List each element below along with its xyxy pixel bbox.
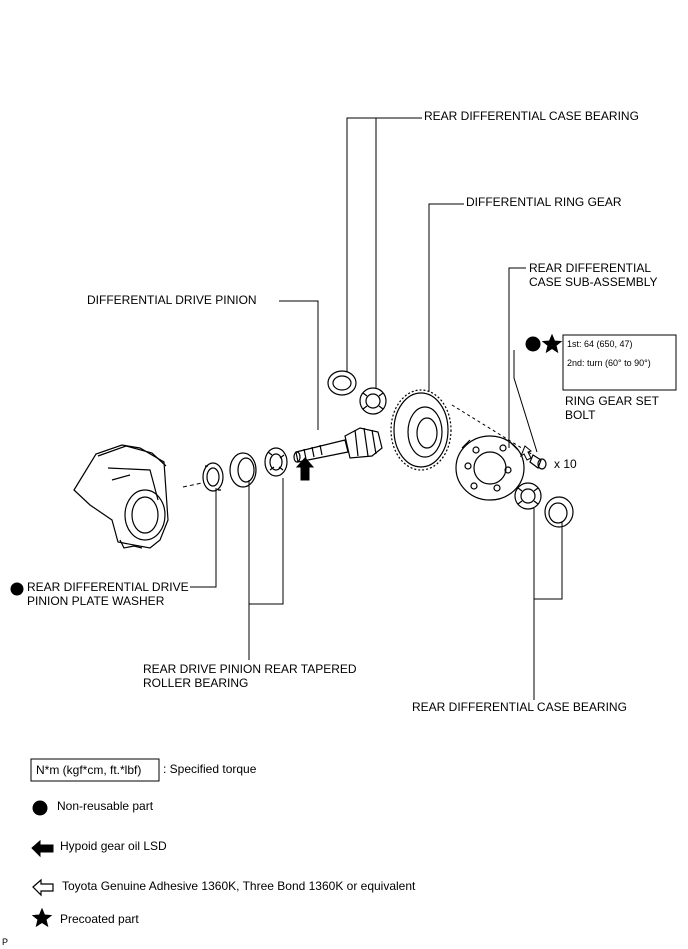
- label-plate-washer-line1: REAR DIFFERENTIAL DRIVE: [27, 580, 189, 594]
- axis-line-housing: [182, 482, 203, 488]
- nonreusable-circle-icon-washer: [10, 582, 24, 596]
- label-case-subassembly-line1: REAR DIFFERENTIAL: [529, 261, 652, 275]
- label-case-bearing-bottom: REAR DIFFERENTIAL CASE BEARING: [412, 700, 627, 714]
- label-ring-gear: DIFFERENTIAL RING GEAR: [466, 195, 622, 209]
- nonreusable-circle-icon-bolt: [525, 336, 541, 352]
- label-ring-bolt-line2: BOLT: [565, 408, 596, 422]
- legend-precoated-star-icon: [31, 907, 53, 928]
- legend-nonreusable: Non-reusable part: [57, 799, 154, 813]
- legend-precoated: Precoated part: [60, 912, 139, 926]
- gear-oil-arrow-icon: [295, 457, 315, 481]
- pinion-bearing-cone: [264, 447, 288, 477]
- ring-gear-set-bolt: [529, 454, 547, 470]
- label-case-subassembly-line2: CASE SUB-ASSEMBLY: [529, 275, 658, 289]
- adhesive-outline-arrow-icon-case: [519, 445, 533, 461]
- leader-case-bearing-top: [346, 117, 422, 388]
- case-bearing-cone-top: [359, 387, 387, 415]
- legend-torque-desc: : Specified torque: [163, 762, 257, 776]
- leader-drive-pinion: [279, 300, 319, 430]
- leader-pinion-bearing: [248, 478, 284, 660]
- leader-case-bearing-bottom: [533, 508, 563, 700]
- legend-adhesive: Toyota Genuine Adhesive 1360K, Three Bon…: [62, 879, 416, 893]
- case-bearing-cone-bottom: [514, 482, 542, 510]
- label-pinion-bearing-line1: REAR DRIVE PINION REAR TAPERED: [143, 662, 357, 676]
- legend-torque-box: [30, 758, 160, 782]
- case-bearing-race-top: [327, 370, 357, 396]
- label-case-bearing-top: REAR DIFFERENTIAL CASE BEARING: [424, 109, 639, 123]
- label-plate-washer-line2: PINION PLATE WASHER: [27, 594, 165, 608]
- pinion-plate-washer: [202, 462, 224, 492]
- pinion-bearing-race: [229, 452, 257, 488]
- precoated-star-icon-bolt: [541, 333, 563, 354]
- label-pinion-bearing-line2: ROLLER BEARING: [143, 676, 249, 690]
- label-ring-bolt-line1: RING GEAR SET: [565, 394, 660, 408]
- legend-adhesive-outline-arrow-icon: [32, 878, 54, 897]
- label-drive-pinion: DIFFERENTIAL DRIVE PINION: [87, 293, 257, 307]
- leader-plate-washer: [190, 488, 217, 588]
- label-bolt-qty: x 10: [554, 457, 577, 471]
- torque-spec-line1: 1st: 64 (650, 47): [567, 339, 633, 349]
- legend-nonreusable-circle-icon: [32, 800, 48, 816]
- legend-gear-oil-arrow-icon: [31, 839, 54, 858]
- leader-case-subassembly: [508, 267, 526, 448]
- torque-spec-line2: 2nd: turn (60° to 90°): [567, 358, 651, 368]
- differential-ring-gear: [390, 389, 452, 471]
- corner-mark: P: [2, 937, 9, 947]
- leader-ring-gear: [428, 203, 464, 392]
- leader-ring-bolt: [513, 350, 538, 453]
- torque-spec-box: [562, 334, 677, 391]
- legend-gear-oil: Hypoid gear oil LSD: [60, 839, 167, 853]
- drive-pinion-gear: [293, 427, 383, 463]
- case-bearing-race-bottom: [544, 496, 574, 528]
- legend-torque-box-text: N*m (kgf*cm, ft.*lbf): [36, 763, 142, 777]
- differential-case-subassembly: [455, 435, 525, 501]
- differential-carrier-housing: [73, 444, 169, 549]
- axis-line-bolt: [451, 404, 534, 456]
